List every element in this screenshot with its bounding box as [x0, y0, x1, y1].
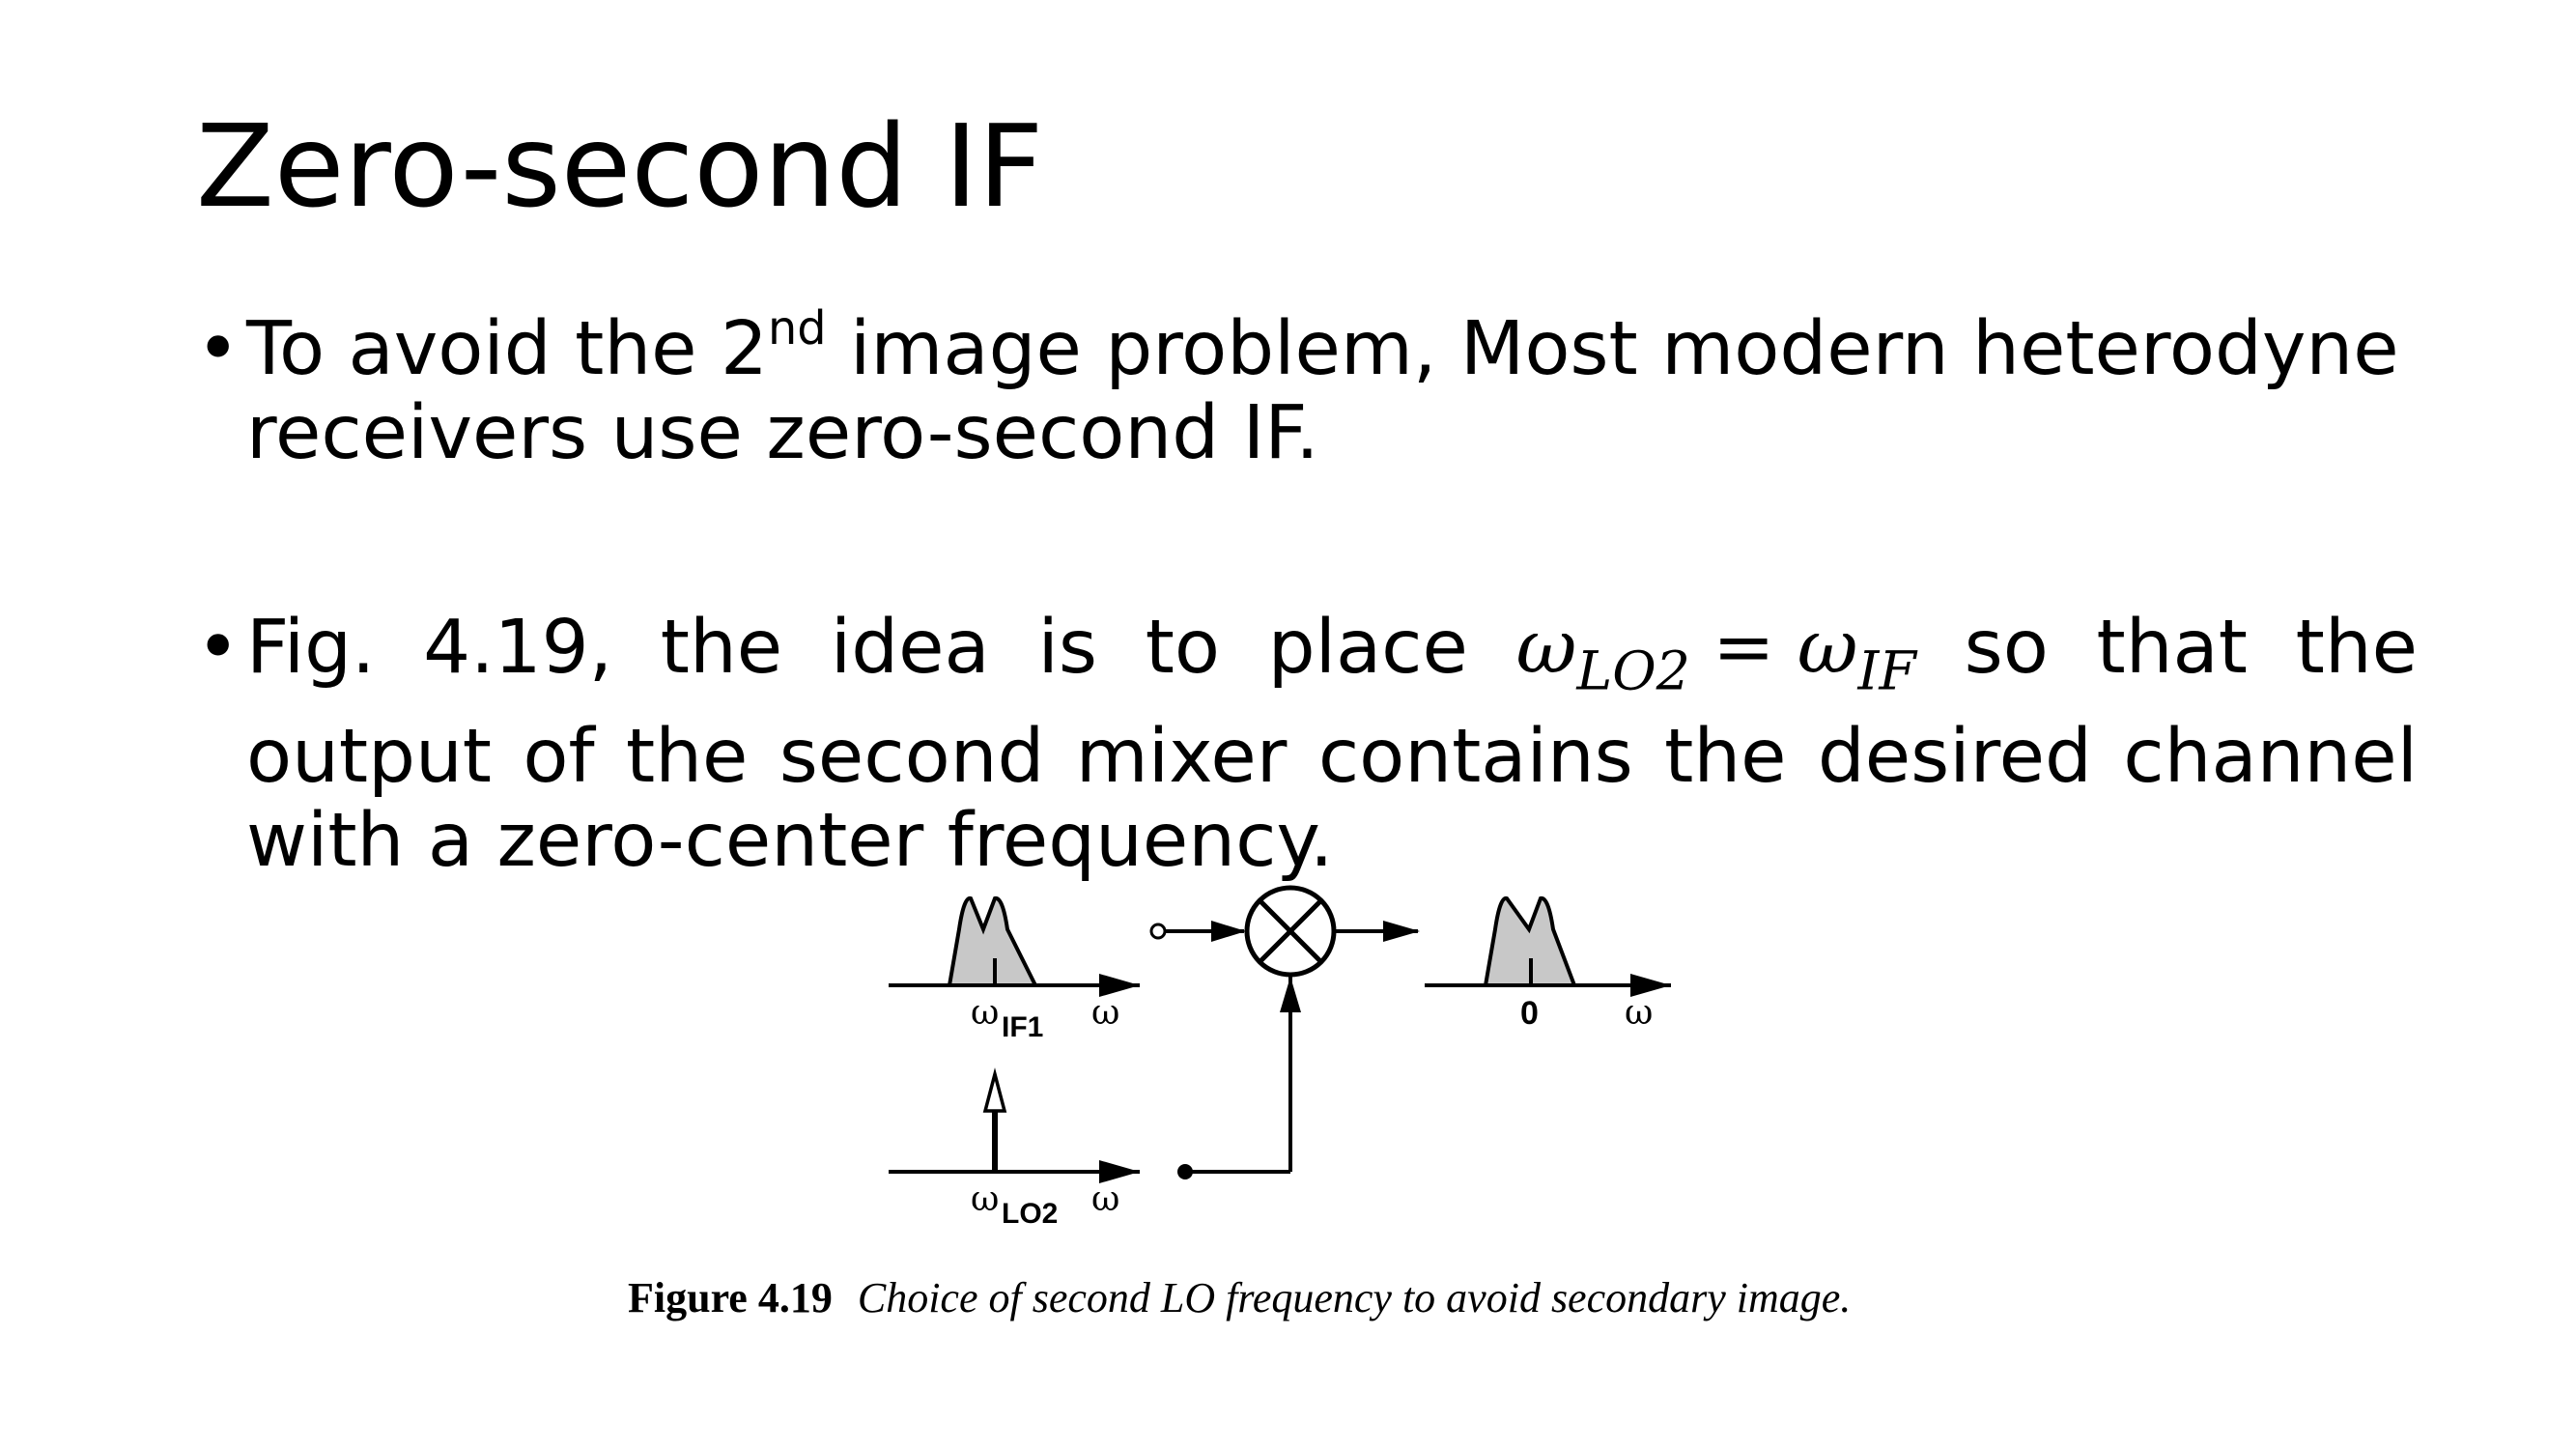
lo2-subscript-label: LO2 [1002, 1198, 1058, 1230]
math-sub-lo2: LO2 [1576, 640, 1690, 703]
math-equation: ωLO2=ωIF [1515, 605, 1916, 703]
bullet-1-superscript: nd [767, 301, 827, 355]
if1-subscript-label: IF1 [1002, 1011, 1043, 1043]
math-omega-lhs: ω [1515, 605, 1577, 691]
figure-caption-number: Figure 4.19 [628, 1274, 833, 1321]
zero-frequency-label: 0 [1520, 995, 1539, 1032]
math-omega-rhs: ω [1797, 605, 1858, 691]
output-channel-shape [1483, 895, 1577, 987]
slide-title: Zero-second IF [196, 99, 1044, 233]
bullet-2-pre: Fig. 4.19, the idea is to place [246, 605, 1516, 691]
bullet-2-post: so that the output of the second mixer c… [246, 605, 2419, 884]
lo2-impulse-arrowhead [982, 1067, 1007, 1113]
bullet-2-text: Fig. 4.19, the idea is to place ωLO2=ωIF… [246, 606, 2418, 883]
axis-arrowhead [1630, 974, 1671, 997]
math-equals: = [1713, 605, 1775, 691]
omega-lo2-label: ω [971, 1179, 999, 1219]
bullet-1-pre: To avoid the 2 [246, 306, 768, 392]
bullet-2: • Fig. 4.19, the idea is to place ωLO2=ω… [196, 606, 2418, 883]
bullet-dot: • [196, 306, 241, 392]
mixer-output-arrowhead [1383, 921, 1420, 942]
mixer-cross-2 [1258, 898, 1323, 964]
lo-path-arrowhead [1280, 977, 1301, 1012]
bullet-1-text: To avoid the 2nd image problem, Most mod… [246, 305, 2418, 476]
mixer-input-terminal [1149, 923, 1167, 940]
axis-arrowhead [1099, 974, 1140, 997]
bullet-1: • To avoid the 2nd image problem, Most m… [196, 305, 2418, 476]
figure-caption: Figure 4.19 Choice of second LO frequency… [628, 1273, 1851, 1322]
bullet-dot: • [196, 605, 241, 691]
figure-caption-text: Choice of second LO frequency to avoid s… [857, 1274, 1852, 1321]
if1-channel-shape [947, 895, 1039, 987]
axis-arrowhead [1099, 1160, 1140, 1183]
math-sub-if: IF [1857, 640, 1916, 703]
mixer-input-arrowhead [1211, 921, 1246, 942]
bullet-1-post: image problem, Most modern heterodyne re… [246, 306, 2399, 476]
omega-axis-label: ω [1091, 993, 1119, 1033]
omega-if1-label: ω [971, 993, 999, 1033]
omega-axis-label: ω [1625, 993, 1653, 1033]
omega-axis-label: ω [1091, 1179, 1119, 1219]
